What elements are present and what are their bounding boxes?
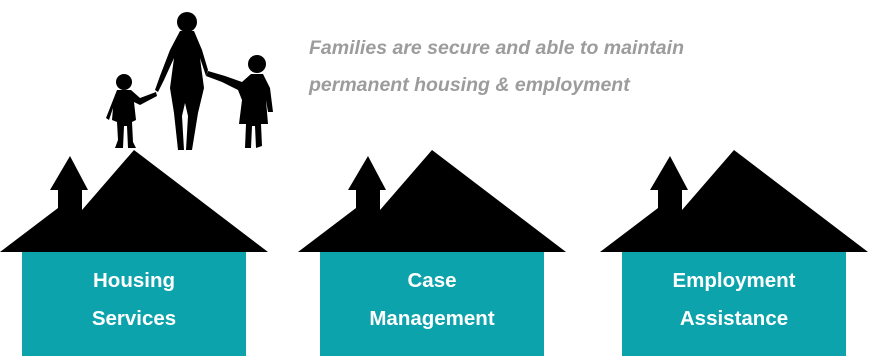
house-label-line-2: Assistance bbox=[679, 307, 789, 330]
tagline: Families are secure and able to maintain… bbox=[309, 30, 849, 104]
tagline-line-2: permanent housing & employment bbox=[309, 74, 630, 96]
house-label-line-1: Employment bbox=[672, 269, 796, 292]
house-label-line-1: Housing bbox=[93, 269, 175, 292]
house-roof-icon bbox=[298, 150, 566, 252]
house-housing-services: Housing Services bbox=[0, 150, 268, 356]
house-label: Housing Services bbox=[22, 262, 246, 338]
house-label-line-2: Services bbox=[91, 307, 177, 330]
house-label-line-1: Case bbox=[407, 269, 457, 292]
house-case-management: Case Management bbox=[298, 150, 566, 356]
house-body bbox=[622, 252, 846, 356]
house-employment-assistance: Employment Assistance bbox=[600, 150, 868, 356]
family-silhouette-icon bbox=[106, 12, 273, 150]
house-label-line-2: Management bbox=[369, 307, 495, 330]
house-label: Case Management bbox=[320, 262, 544, 338]
house-body bbox=[22, 252, 246, 356]
tagline-line-1: Families are secure and able to maintain bbox=[309, 37, 684, 59]
house-roof-icon bbox=[600, 150, 868, 252]
house-label: Employment Assistance bbox=[622, 262, 846, 338]
house-roof-icon bbox=[0, 150, 268, 252]
house-body bbox=[320, 252, 544, 356]
